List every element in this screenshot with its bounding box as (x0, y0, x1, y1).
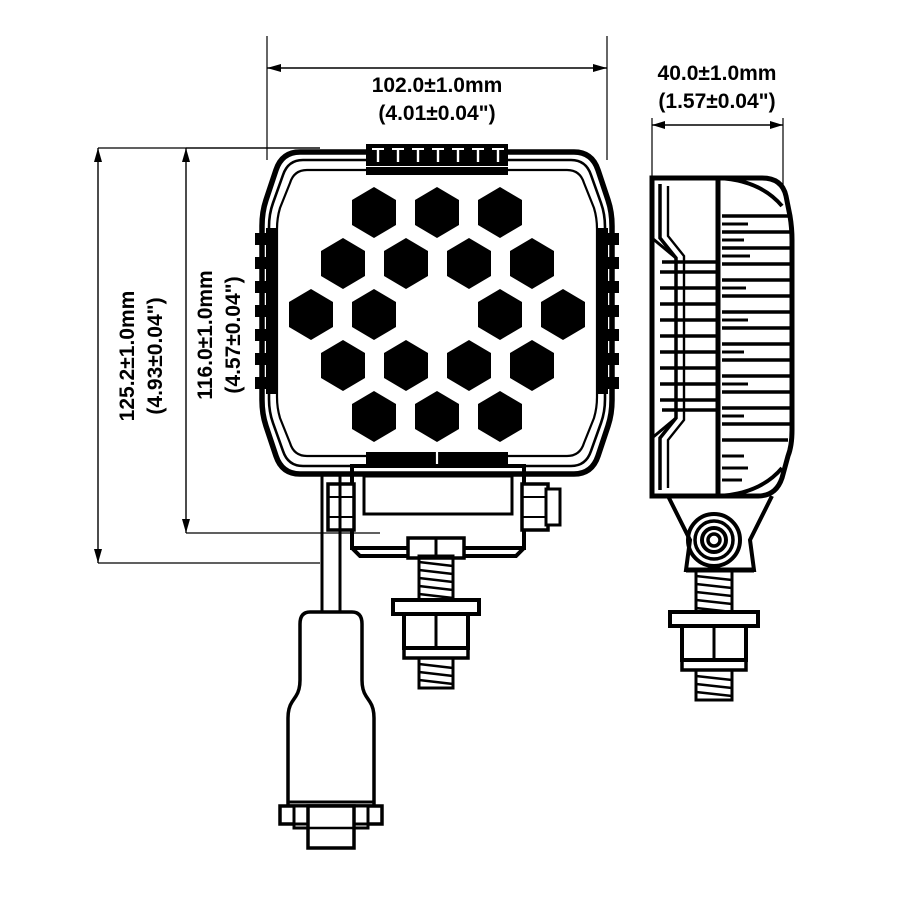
side-fin-stubs (722, 222, 750, 482)
stud-washer (391, 598, 481, 616)
side-fins-right-group (722, 214, 790, 442)
dimension-depth-mm: 40.0±1.0mm (658, 62, 777, 85)
led-hex (415, 391, 459, 442)
dimension-height-overall-in: (4.93±0.04") (144, 297, 167, 414)
bottom-vent (366, 452, 508, 466)
top-vent (366, 144, 508, 175)
led-hex (478, 187, 522, 238)
led-hex (510, 238, 554, 289)
led-hex (321, 238, 365, 289)
dimension-width-mm: 102.0±1.0mm (372, 74, 503, 97)
led-hex (321, 340, 365, 391)
dimension-width: 102.0±1.0mm (4.01±0.04") (266, 36, 608, 160)
led-hex (289, 289, 333, 340)
stud-thread-lower-lines (418, 662, 454, 686)
led-hex (415, 187, 459, 238)
housing-outline (259, 149, 615, 477)
dimension-height-body-mm: 116.0±1.0mm (194, 270, 217, 399)
pivot-hole (706, 532, 722, 548)
side-fins-left-group (660, 260, 718, 412)
mounting-bracket (326, 464, 562, 560)
pivot-ring-inner (700, 526, 728, 554)
dimension-height-body: 116.0±1.0mm (4.57±0.04") (182, 147, 380, 534)
led-hex (447, 340, 491, 391)
side-bottom-chamfer (717, 466, 784, 498)
pivot-ring-outer (686, 512, 742, 568)
top-vent-base (366, 167, 508, 175)
housing-bezel (275, 168, 599, 458)
led-hex (478, 391, 522, 442)
side-fins-right (597, 228, 619, 394)
power-cable (278, 476, 384, 850)
mounting-stud (391, 554, 481, 690)
led-array (289, 187, 585, 442)
side-mounting-stud (668, 568, 760, 702)
pivot-ring-mid (693, 519, 735, 561)
stud-thread-lines (418, 560, 454, 600)
front-view (255, 144, 619, 850)
led-hex (510, 340, 554, 391)
led-hex (352, 391, 396, 442)
cable-connector (278, 804, 384, 850)
led-hex (384, 238, 428, 289)
led-hex (352, 187, 396, 238)
dimension-depth-in: (1.57±0.04") (658, 90, 775, 113)
dimension-width-in: (4.01±0.04") (378, 102, 495, 125)
dimension-height-overall-mm: 125.2±1.0mm (116, 291, 139, 422)
led-hex (478, 289, 522, 340)
bracket-bolt-right (520, 482, 562, 532)
top-vent-fins (376, 148, 500, 162)
led-hex (447, 238, 491, 289)
bracket-body (350, 464, 526, 550)
led-hex (352, 289, 396, 340)
side-stud-washer (668, 610, 760, 628)
led-hex (384, 340, 428, 391)
side-body-outline (649, 175, 795, 499)
side-view (649, 175, 795, 702)
led-hex (541, 289, 585, 340)
side-top-chamfer (717, 176, 784, 208)
housing-outline-inner (267, 158, 607, 468)
side-lens (649, 178, 686, 496)
side-fins-left (255, 228, 277, 394)
dimension-height-body-in: (4.57±0.04") (222, 276, 245, 393)
side-mounting-arm (666, 495, 774, 573)
dimension-height-overall: 125.2±1.0mm (4.93±0.04") (94, 147, 320, 564)
bracket-face (362, 474, 514, 516)
bracket-center-nut (406, 536, 466, 560)
cable-sleeve (286, 610, 376, 808)
dimension-depth: 40.0±1.0mm (1.57±0.04") (651, 62, 784, 190)
